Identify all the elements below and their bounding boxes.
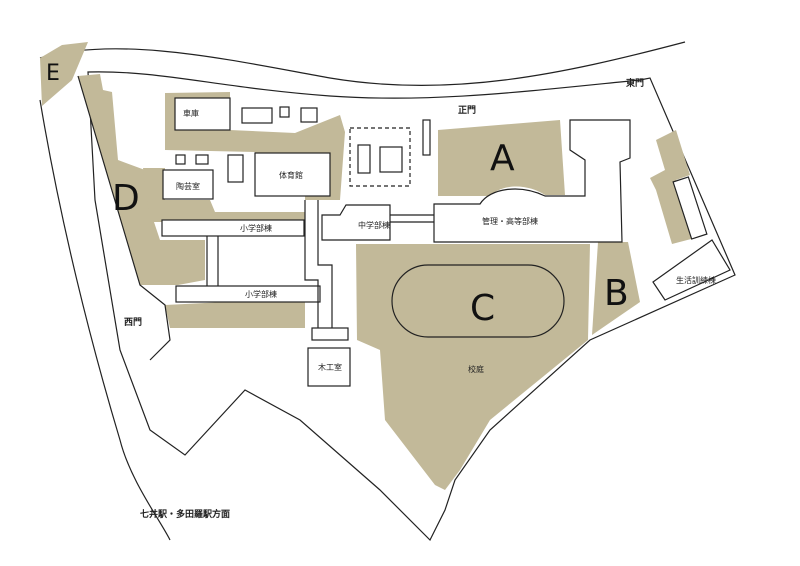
admin-high-building [433, 119, 631, 243]
corridor-jh [390, 214, 434, 223]
life-training-building [652, 239, 731, 301]
label-elementary-2: 小学部棟 [245, 289, 277, 299]
zone-b-area [592, 242, 640, 335]
label-gym: 体育館 [279, 170, 303, 180]
small-building-5 [195, 154, 209, 165]
label-schoolyard: 校庭 [468, 364, 484, 374]
zone-d-area-2 [143, 168, 305, 225]
label-admin-high: 管理・高等部棟 [482, 216, 538, 226]
small-building-4 [175, 154, 186, 165]
gate-label-east: 東門 [626, 77, 644, 89]
zone-lower-west [165, 298, 305, 328]
zone-c-area [356, 244, 590, 490]
elementary-building-2 [175, 285, 321, 303]
gym-building [254, 152, 331, 197]
small-building-6 [227, 154, 244, 183]
road-edge-top [39, 41, 686, 87]
elementary-building-1 [161, 219, 305, 237]
dashed-structure [349, 127, 411, 187]
label-pottery: 陶芸室 [176, 181, 200, 191]
zone-label-b: B [604, 273, 629, 314]
label-woodwork: 木工室 [318, 362, 342, 372]
direction-label: 七井駅・多田羅駅方面 [140, 508, 230, 520]
zone-label-a: A [490, 138, 515, 179]
small-building-2 [279, 106, 290, 118]
label-junior-high: 中学部棟 [358, 220, 390, 230]
junior-high-building [321, 204, 391, 241]
label-elementary-1: 小学部棟 [240, 223, 272, 233]
woodwork-building [307, 347, 351, 387]
road-edge-left [39, 99, 171, 541]
corridor-box [311, 327, 349, 341]
zone-label-d: D [112, 178, 140, 219]
campus-boundary [87, 71, 736, 542]
zone-a-area [438, 120, 565, 196]
small-post [422, 119, 431, 156]
zone-d-area [78, 74, 205, 285]
zone-label-c: C [470, 288, 495, 329]
pottery-building [162, 169, 214, 200]
east-small-building [672, 176, 708, 240]
dashed-inner-1 [357, 144, 371, 174]
dashed-inner-2 [379, 146, 403, 173]
gate-label-west: 西門 [124, 317, 142, 328]
small-building-3 [300, 107, 318, 123]
label-garage: 車庫 [183, 108, 199, 118]
zone-e-area [40, 42, 88, 106]
west-lane [77, 75, 171, 361]
zone-label-e: E [46, 61, 60, 86]
running-track [391, 264, 565, 338]
label-life-training: 生活訓練棟 [676, 275, 716, 285]
small-building-1 [241, 107, 273, 124]
corridor-vertical [206, 200, 333, 330]
gate-label-main: 正門 [458, 105, 476, 116]
garage-building [174, 97, 231, 131]
